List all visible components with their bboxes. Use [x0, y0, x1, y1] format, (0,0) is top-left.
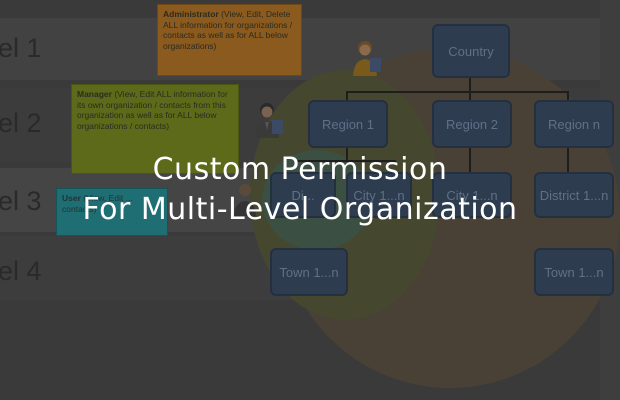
- title-overlay: Custom Permission For Multi-Level Organi…: [0, 150, 600, 230]
- slide-canvas: el 1 el 2 el 3 el 4 Country Region 1 Reg…: [0, 4, 620, 388]
- node-country: Country: [432, 24, 510, 78]
- node-city-2: City 1...n: [432, 172, 512, 218]
- title-line-2: For Multi-Level Organization: [82, 192, 518, 227]
- node-region-2: Region 2: [432, 100, 512, 148]
- node-district-n: District 1...n: [534, 172, 614, 218]
- level-label-4: el 4: [0, 256, 42, 286]
- administrator-avatar-icon: [353, 41, 381, 76]
- connector-region1-down: [346, 147, 348, 161]
- connector-region2-down: [469, 147, 471, 173]
- level-label-3: el 3: [0, 186, 42, 216]
- user-permissions: (View, Edit ... contacts): [62, 193, 133, 214]
- manager-callout: Manager (View, Edit ALL information for …: [71, 84, 239, 174]
- manager-role: Manager: [77, 89, 112, 99]
- node-city-1: City 1...n: [346, 172, 412, 218]
- manager-avatar-icon: [255, 103, 283, 138]
- node-region-1: Region 1: [308, 100, 388, 148]
- node-district-1: Di...: [270, 172, 336, 218]
- connector-regions-horizontal: [346, 91, 568, 93]
- node-town-1: Town 1...n: [270, 248, 348, 296]
- connector-regionn-down: [567, 147, 569, 173]
- administrator-permissions: (View, Edit, Delete ALL information for …: [163, 9, 293, 51]
- connector-region2-up: [469, 91, 471, 103]
- connector-region1-up: [346, 91, 348, 103]
- user-role: User: [62, 193, 81, 203]
- level-label-2: el 2: [0, 108, 42, 138]
- manager-permissions: (View, Edit ALL information for its own …: [77, 89, 228, 131]
- node-town-n: Town 1...n: [534, 248, 614, 296]
- administrator-role: Administrator: [163, 9, 219, 19]
- connector-districts-horizontal: [296, 160, 396, 162]
- user-avatar-icon: [234, 184, 256, 216]
- connector-regionn-up: [567, 91, 569, 103]
- level-label-1: el 1: [0, 33, 42, 63]
- administrator-callout: Administrator (View, Edit, Delete ALL in…: [157, 4, 302, 76]
- connector-country-down: [469, 78, 471, 92]
- title-line-1: Custom Permission: [152, 152, 448, 187]
- user-callout: User (View, Edit ... contacts): [56, 188, 168, 236]
- node-region-n: Region n: [534, 100, 614, 148]
